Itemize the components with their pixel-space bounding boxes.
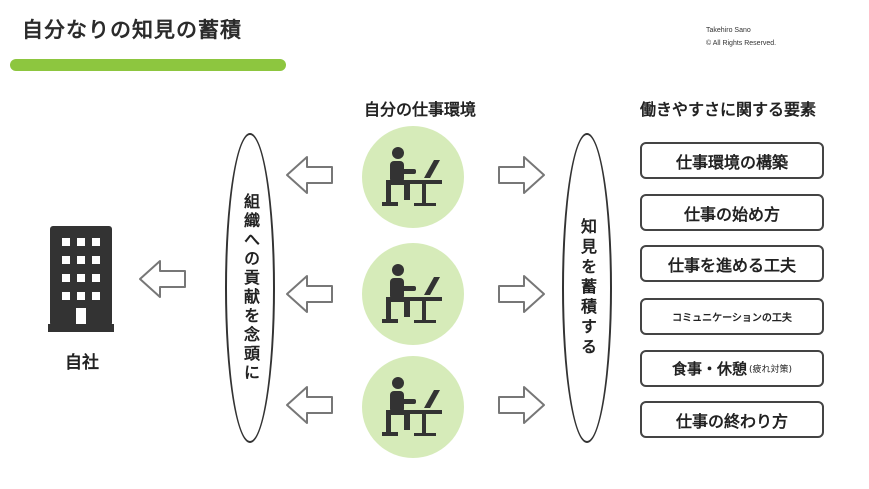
person-at-desk-icon xyxy=(382,147,442,206)
factor-box-progress: 仕事を進める工夫 xyxy=(640,245,824,282)
arrow-right-icon xyxy=(498,156,545,194)
work-environment-circle xyxy=(362,126,464,228)
workability-factors-heading: 働きやすさに関する要素 xyxy=(639,100,816,119)
factor-note: (疲れ対策) xyxy=(748,365,793,375)
company-label: 自社 xyxy=(65,353,99,373)
arrow-left-icon xyxy=(286,156,333,194)
factor-label: 食事・休憩 xyxy=(671,360,747,378)
arrow-left-icon xyxy=(139,260,186,298)
contribution-ellipse: 組織への貢献を念頭に xyxy=(225,133,275,443)
credit-rights: © All Rights Reserved. xyxy=(706,40,777,47)
factor-label: 仕事を進める工夫 xyxy=(667,255,796,275)
factor-label: 仕事の終わり方 xyxy=(675,411,788,431)
credit-author: Takehiro Sano xyxy=(706,27,751,34)
title-underline-bar xyxy=(10,59,286,71)
arrow-left-icon xyxy=(286,275,333,313)
factor-box-communication: コミュニケーションの工夫 xyxy=(640,298,824,335)
factor-box-start: 仕事の始め方 xyxy=(640,194,824,231)
contribution-text: 組織への貢献を念頭に xyxy=(241,193,260,383)
credit-block: Takehiro Sano © All Rights Reserved. xyxy=(706,24,776,50)
factor-label: コミュニケーションの工夫 xyxy=(672,313,792,324)
work-environment-circle xyxy=(362,356,464,458)
factor-label: 仕事環境の構築 xyxy=(675,152,788,172)
factor-box-environment: 仕事環境の構築 xyxy=(640,142,824,179)
knowledge-accumulation-ellipse: 知見を蓄積する xyxy=(562,133,612,443)
factor-label: 仕事の始め方 xyxy=(683,204,780,224)
person-at-desk-icon xyxy=(382,377,442,436)
page-title: 自分なりの知見の蓄積 xyxy=(22,18,242,42)
arrow-left-icon xyxy=(286,386,333,424)
work-environment-circle xyxy=(362,243,464,345)
work-environment-heading: 自分の仕事環境 xyxy=(363,100,476,119)
arrow-right-icon xyxy=(498,275,545,313)
factor-box-finish: 仕事の終わり方 xyxy=(640,401,824,438)
arrow-right-icon xyxy=(498,386,545,424)
knowledge-accumulation-text: 知見を蓄積する xyxy=(578,218,597,358)
building-icon xyxy=(48,226,114,332)
factor-box-meals-rest: 食事・休憩(疲れ対策) xyxy=(640,350,824,387)
person-at-desk-icon xyxy=(382,264,442,323)
